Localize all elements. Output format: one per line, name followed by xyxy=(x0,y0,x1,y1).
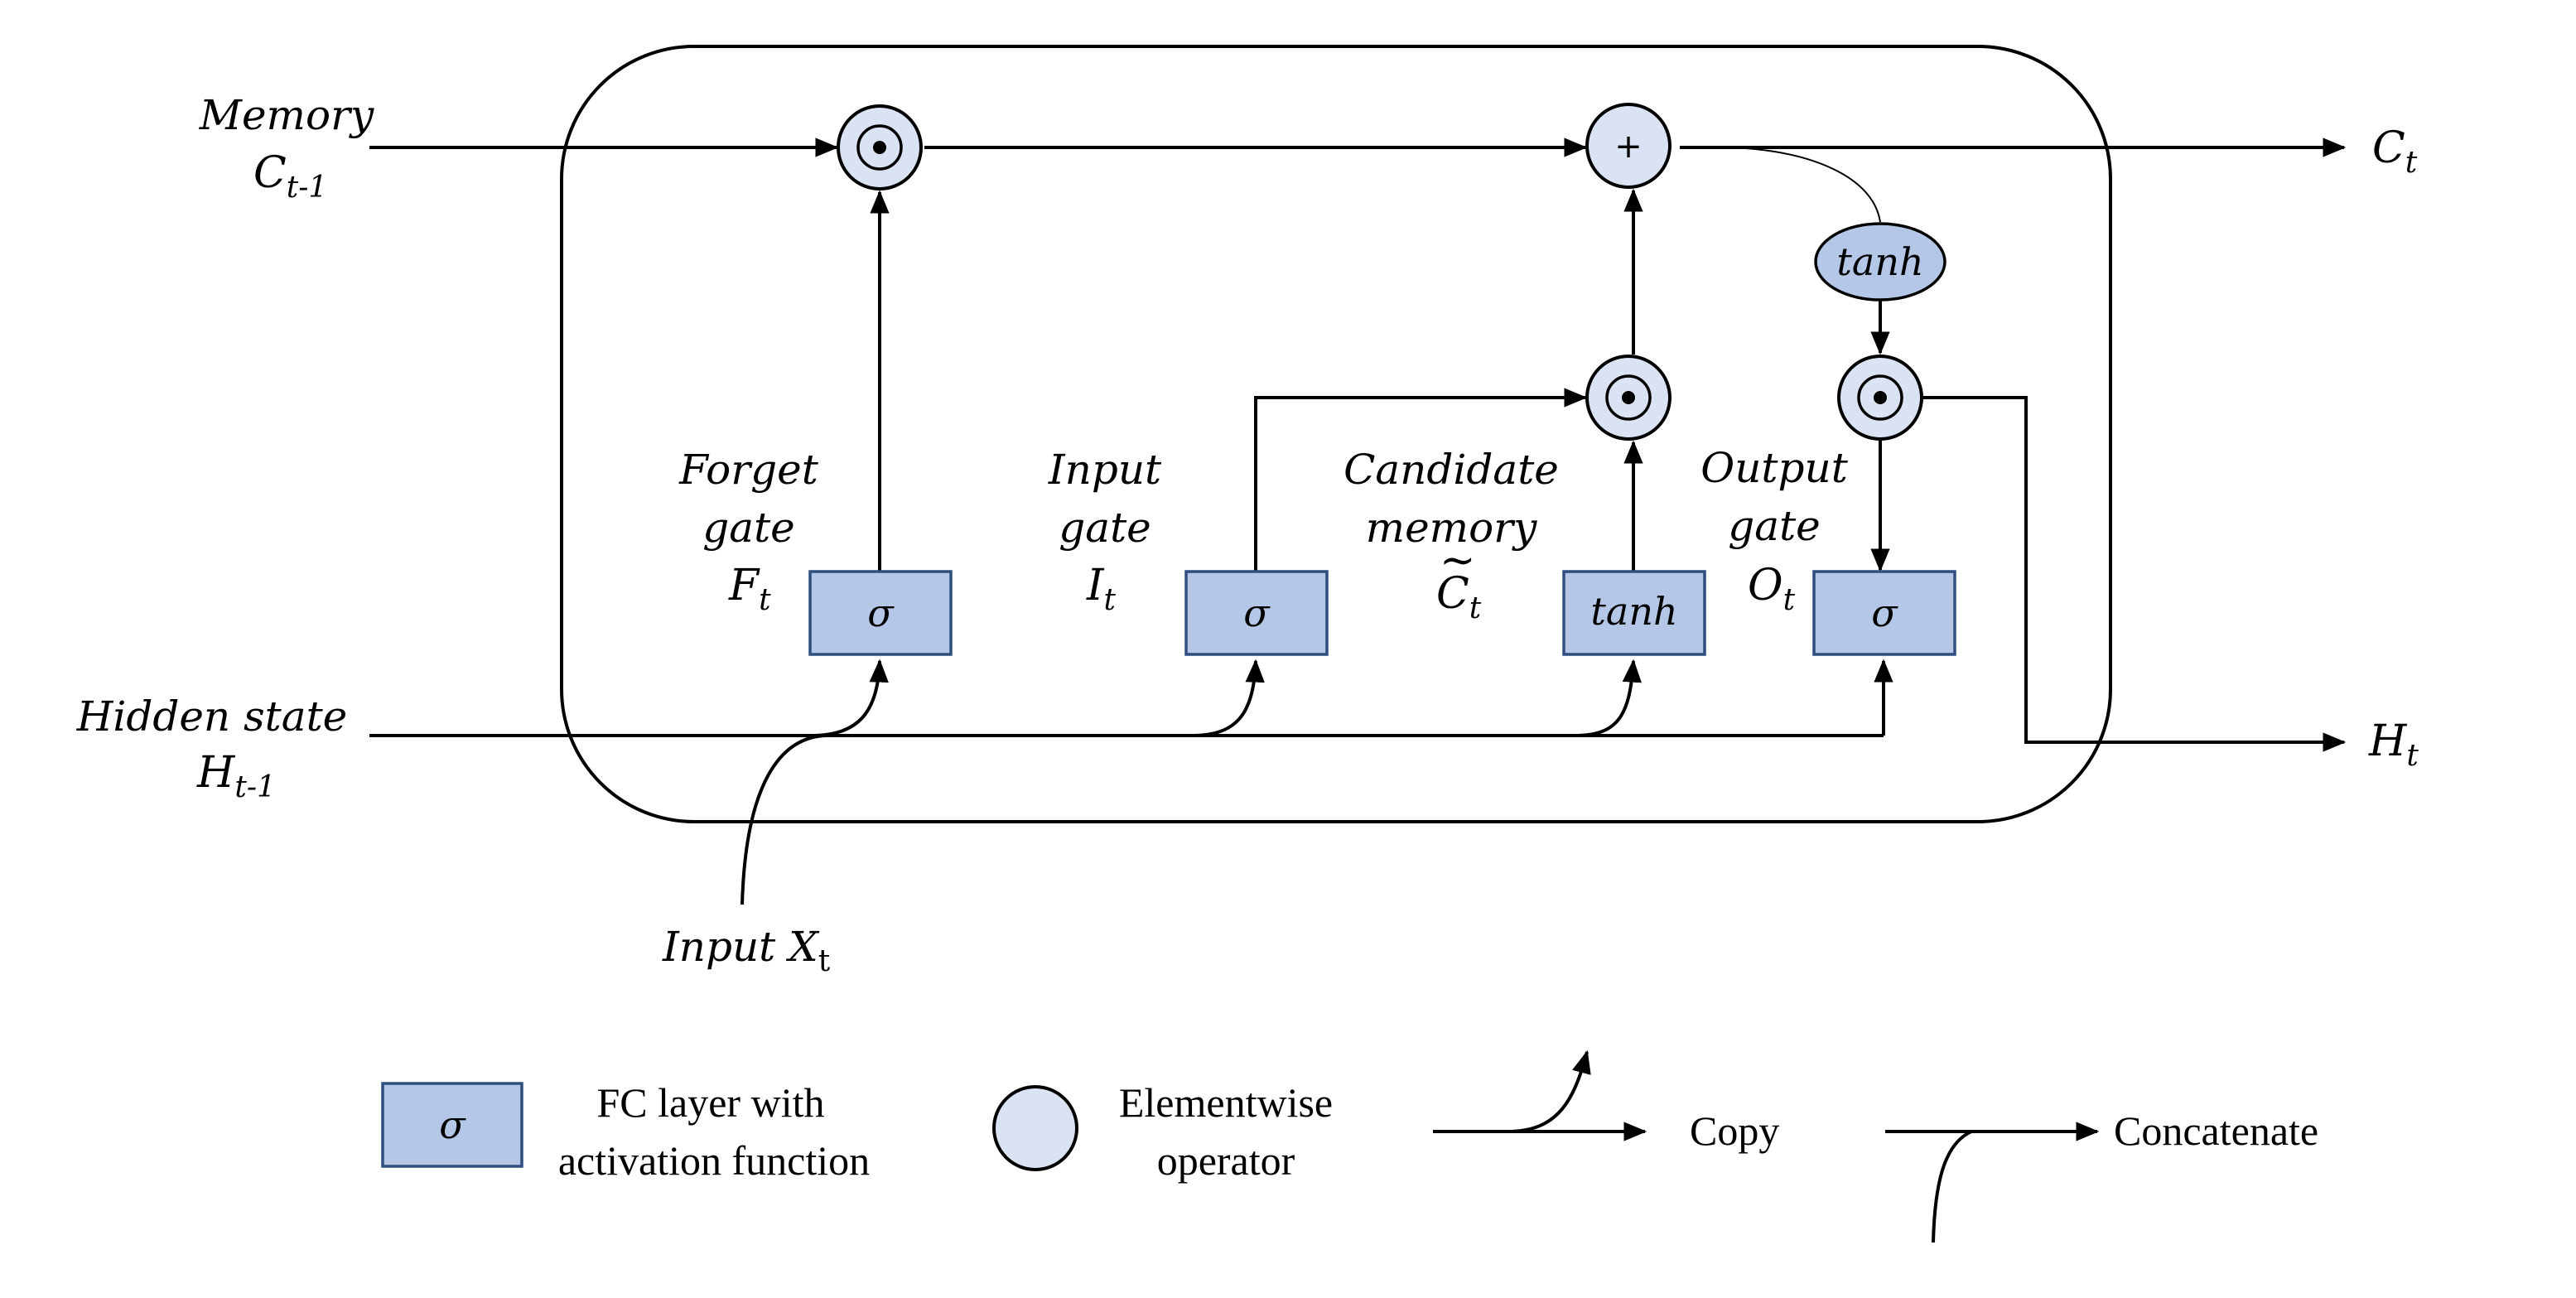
legend-copy-label: Copy xyxy=(1690,1107,1779,1154)
legend-fc-line2: activation function xyxy=(558,1137,870,1184)
memory-label: Memory xyxy=(199,91,374,139)
legend-elementwise: Elementwise operator xyxy=(992,1079,1333,1184)
output-gate-label-2: gate xyxy=(1728,502,1821,550)
forget-gate-box: σ xyxy=(808,570,953,656)
input-x-label: Input Xt xyxy=(662,923,831,978)
candidate-symbol: Ct xyxy=(1436,569,1482,625)
output-gate-box: σ xyxy=(1812,570,1956,656)
memory-symbol: Ct-1 xyxy=(253,148,327,205)
legend-elem-line2: operator xyxy=(1157,1137,1295,1184)
add-symbol: + xyxy=(1614,128,1643,166)
candidate-fn: tanh xyxy=(1590,589,1677,634)
legend-fc-symbol: σ xyxy=(439,1103,466,1147)
tanh-ellipse-label: tanh xyxy=(1836,239,1923,284)
add-node: + xyxy=(1585,103,1672,189)
output-gate-symbol: Ot xyxy=(1748,561,1796,617)
legend-fc-line1: FC layer with xyxy=(597,1079,825,1126)
input-gate-label-2: gate xyxy=(1059,504,1151,552)
output-multiply-node xyxy=(1837,355,1923,441)
input-gate-box: σ xyxy=(1184,570,1329,656)
input-x-wire xyxy=(740,734,829,905)
candidate-label-2: memory xyxy=(1366,504,1537,552)
candidate-label-1: Candidate xyxy=(1343,446,1559,494)
copy-to-forget-wire xyxy=(811,659,889,737)
candidate-box: tanh xyxy=(1562,570,1706,656)
copy-to-candidate-wire xyxy=(1575,659,1642,737)
tanh-ellipse-node: tanh xyxy=(1814,222,1946,302)
forget-gate-label-1: Forget xyxy=(678,446,819,494)
forget-gate-fn: σ xyxy=(867,591,895,635)
forget-gate-symbol: Ft xyxy=(728,561,771,617)
legend-concatenate: Concatenate xyxy=(1885,1107,2318,1243)
hidden-output-wire xyxy=(1922,396,2347,752)
candidate-multiply-node xyxy=(1585,355,1672,441)
output-gate-label-1: Output xyxy=(1700,444,1848,492)
copy-to-input-wire xyxy=(1192,659,1265,737)
legend-concat-label: Concatenate xyxy=(2114,1107,2318,1154)
forget-gate-label-2: gate xyxy=(702,504,795,552)
forget-multiply-node xyxy=(837,104,923,191)
legend-elem-line1: Elementwise xyxy=(1119,1079,1333,1126)
legend-fc-layer: σ FC layer with activation function xyxy=(381,1079,870,1184)
legend-copy: Copy xyxy=(1433,1049,1779,1154)
cell-output-symbol: Ct xyxy=(2372,123,2418,180)
tanh-tap-wire xyxy=(1730,147,1881,223)
lstm-cell-boundary xyxy=(560,45,2112,823)
hidden-state-label: Hidden state xyxy=(76,692,348,741)
input-gate-symbol: It xyxy=(1086,561,1117,617)
output-gate-fn: σ xyxy=(1871,591,1898,635)
input-gate-label-1: Input xyxy=(1048,446,1162,494)
candidate-tilde: ~ xyxy=(1440,536,1476,586)
hidden-output-symbol: Ht xyxy=(2368,717,2419,773)
legend: σ FC layer with activation function Elem… xyxy=(381,1049,2318,1243)
hidden-state-symbol: Ht-1 xyxy=(196,748,276,804)
input-to-mul-wire xyxy=(1254,388,1588,572)
input-gate-fn: σ xyxy=(1243,591,1271,635)
